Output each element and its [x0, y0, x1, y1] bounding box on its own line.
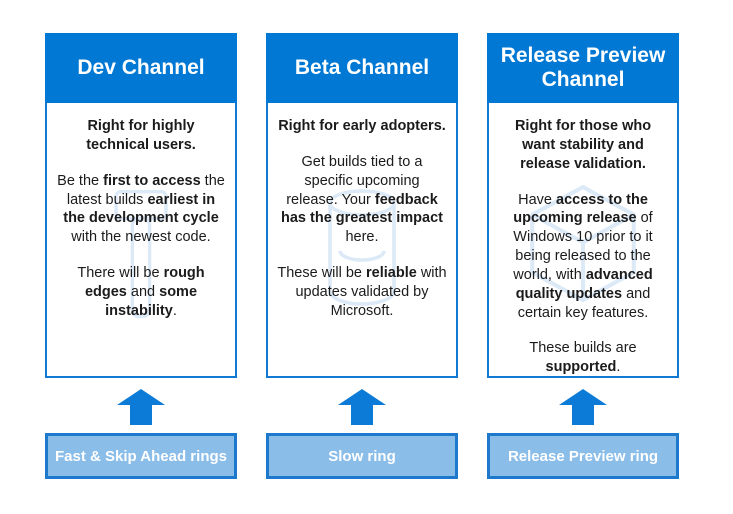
up-arrow-icon: [117, 389, 165, 425]
channel-body: Right for those who want stability and r…: [487, 103, 679, 378]
channel-description: Right for early adopters. Get builds tied…: [268, 103, 456, 321]
card-paragraph: These will be reliable with updates vali…: [277, 265, 447, 319]
cube-watermark-icon: [530, 184, 636, 303]
card-paragraph: Right for early adopters.: [278, 118, 446, 134]
up-arrow-icon: [559, 389, 607, 425]
channel-description: Right for highly technical users. Be the …: [47, 103, 235, 321]
channel-body: Right for early adopters. Get builds tied…: [266, 103, 458, 378]
up-arrow-icon: [338, 389, 386, 425]
channel-header: Beta Channel: [266, 33, 458, 103]
channel-description: Right for those who want stability and r…: [489, 103, 677, 376]
channel-header: Dev Channel: [45, 33, 237, 103]
card-paragraph: Be the first to access the latest builds…: [57, 172, 225, 246]
card-paragraph: Right for highly technical users.: [86, 118, 196, 153]
beaker-watermark-icon: [328, 189, 396, 306]
card-paragraph: These builds are supported.: [529, 340, 637, 376]
channel-column-beta: Beta Channel Right for early adopters. Ge…: [266, 33, 458, 479]
card-paragraph: Get builds tied to a specific upcoming r…: [281, 153, 443, 246]
channel-header: Release Preview Channel: [487, 33, 679, 103]
card-paragraph: There will be rough edges and some insta…: [77, 265, 205, 319]
channel-body: Right for highly technical users. Be the …: [45, 103, 237, 378]
card-paragraph: Have access to the upcoming release of W…: [513, 191, 653, 321]
channel-column-release-preview: Release Preview Channel Right for those …: [487, 33, 679, 479]
hammer-watermark-icon: [114, 190, 168, 319]
card-paragraph: Right for those who want stability and r…: [514, 118, 652, 172]
channel-column-dev: Dev Channel Right for highly technical u…: [45, 33, 237, 479]
ring-label: Slow ring: [266, 433, 458, 479]
ring-label: Release Preview ring: [487, 433, 679, 479]
ring-label: Fast & Skip Ahead rings: [45, 433, 237, 479]
